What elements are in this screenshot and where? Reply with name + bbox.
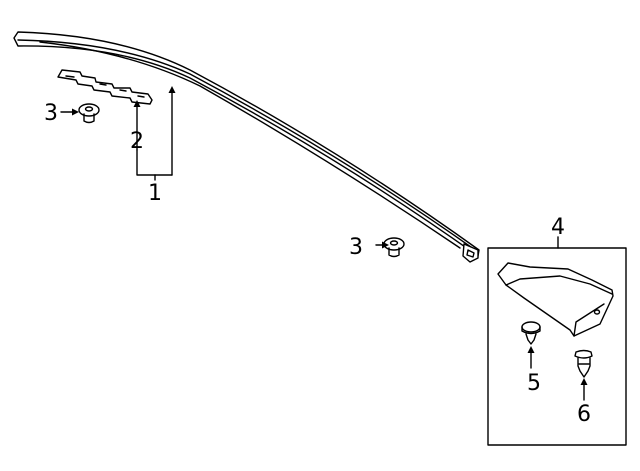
callout-part-6: 6 bbox=[577, 402, 591, 427]
callout-part-5: 5 bbox=[527, 371, 541, 396]
arrowheads bbox=[72, 86, 588, 385]
push-clip bbox=[521, 321, 541, 345]
end-cover bbox=[497, 262, 614, 337]
screw-left bbox=[78, 103, 100, 124]
fastener bbox=[574, 349, 593, 378]
retainer-clip-strip bbox=[57, 69, 153, 105]
callout-part-3-right: 3 bbox=[349, 235, 363, 260]
roof-rail-molding bbox=[13, 31, 480, 263]
callout-part-3-left: 3 bbox=[44, 101, 58, 126]
callout-part-2: 2 bbox=[130, 129, 144, 154]
callout-part-4: 4 bbox=[551, 215, 565, 240]
screw-right bbox=[383, 237, 405, 258]
part-4-frame bbox=[487, 247, 627, 446]
callout-part-1: 1 bbox=[148, 181, 162, 206]
